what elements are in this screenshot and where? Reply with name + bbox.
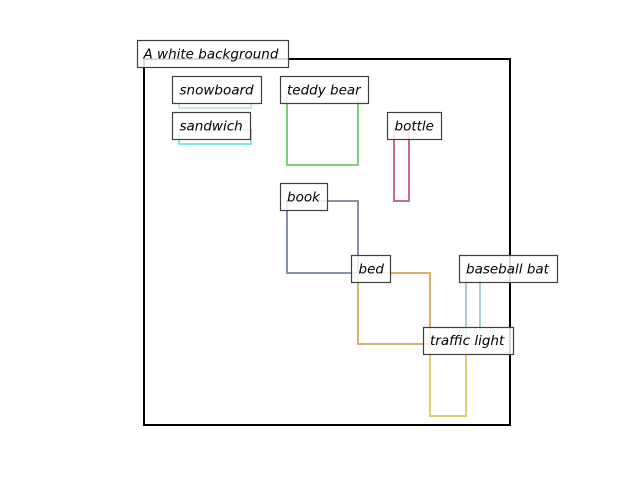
sandwich-label: sandwich	[171, 111, 252, 141]
teddy-bear-text: teddy bear	[287, 83, 362, 99]
baseball-bat-label: baseball bat	[458, 254, 559, 284]
sandwich-text: sandwich	[180, 119, 243, 135]
teddy-bear-box	[286, 93, 359, 166]
teddy-bear-label: teddy bear	[279, 75, 370, 105]
bed-box	[357, 272, 431, 345]
baseball-bat-text: baseball bat	[466, 262, 550, 278]
snowboard-label: snowboard	[171, 75, 263, 105]
caption-label: A white background	[136, 39, 290, 69]
snowboard-text: snowboard	[180, 83, 255, 99]
traffic-light-label: traffic light	[422, 326, 515, 356]
book-box	[286, 200, 359, 274]
bottle-label: bottle	[386, 111, 443, 141]
book-text: book	[287, 190, 321, 206]
bed-text: bed	[359, 262, 385, 278]
bottle-box	[393, 129, 410, 202]
traffic-light-text: traffic light	[430, 333, 505, 349]
bottle-text: bottle	[395, 119, 434, 135]
book-label: book	[279, 182, 329, 212]
caption-text: A white background	[143, 47, 279, 63]
bed-label: bed	[350, 254, 392, 284]
scene-frame	[143, 58, 511, 426]
